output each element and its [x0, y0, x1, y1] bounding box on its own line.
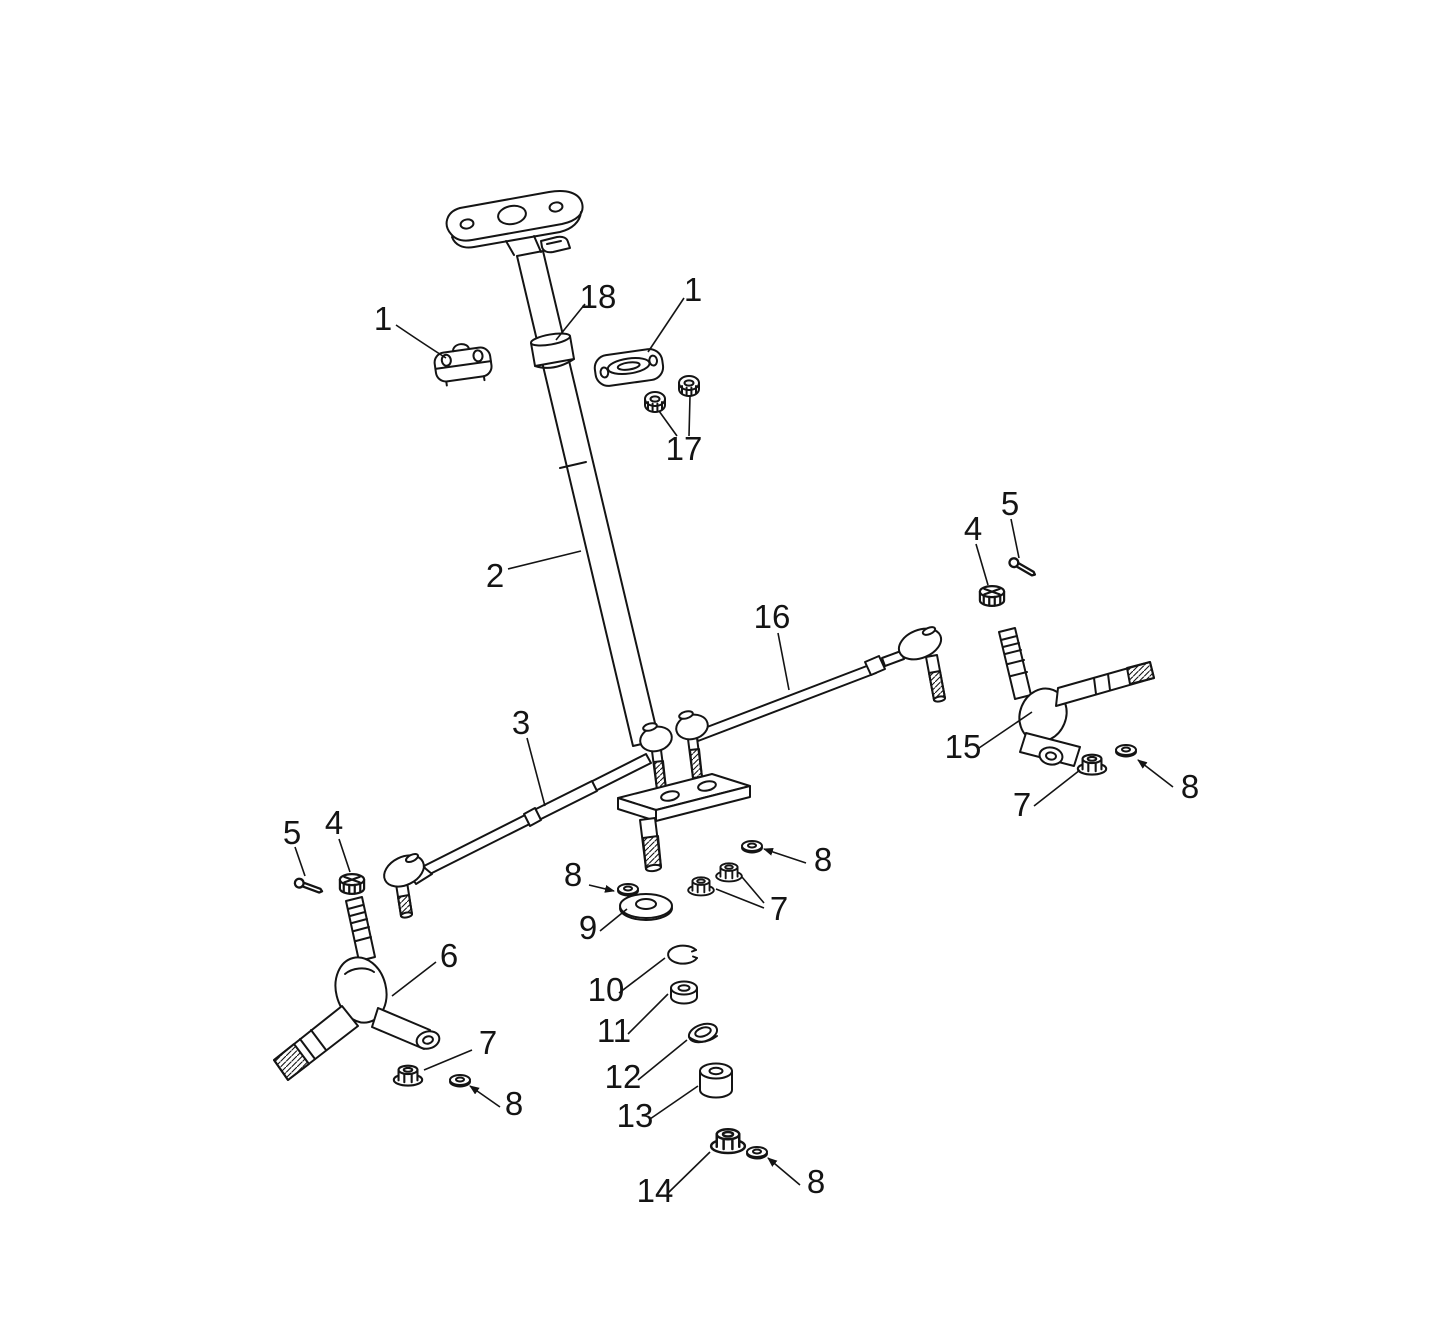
- callout-5b: 5: [283, 814, 301, 851]
- bushing-12: [687, 1022, 719, 1044]
- callout-13: 13: [617, 1097, 654, 1134]
- tie-rod-left: [383, 753, 652, 919]
- bushing-13: [699, 1062, 733, 1099]
- flange-nut-7-center-left: [687, 876, 715, 897]
- callout-4b: 4: [325, 804, 343, 841]
- steering-stem-bracket: [617, 773, 751, 822]
- callout-1b: 1: [684, 271, 702, 308]
- arrow-leaders: [469, 759, 1174, 1186]
- washer-8-center: [741, 840, 763, 854]
- callout-7a: 7: [1013, 786, 1031, 823]
- leader-lines: [294, 297, 1081, 1194]
- callout-4a: 4: [964, 510, 982, 547]
- handlebar-clamp-right: [593, 348, 665, 387]
- callout-5a: 5: [1001, 485, 1019, 522]
- steering-wheel-mount-plate: [445, 190, 584, 256]
- snap-ring-10: [667, 944, 698, 965]
- flange-nut-7-center-right: [715, 862, 743, 883]
- cotter-pin-5-right: [1006, 555, 1039, 580]
- column-collar: [529, 332, 575, 369]
- stem-nut-14: [709, 1128, 747, 1155]
- callout-11: 11: [597, 1012, 631, 1049]
- flange-nut-7-left: [392, 1064, 424, 1087]
- callout-2: 2: [486, 557, 504, 594]
- callout-8a: 8: [1181, 768, 1199, 805]
- callout-14: 14: [637, 1172, 674, 1209]
- callout-7b: 7: [770, 890, 788, 927]
- steering-knuckle-right: [998, 627, 1155, 767]
- callout-8b: 8: [564, 856, 582, 893]
- callout-8c: 8: [814, 841, 832, 878]
- washer-9: [619, 893, 673, 921]
- handlebar-clamp-left: [433, 343, 493, 387]
- washer-8-stem-lower: [746, 1146, 768, 1160]
- washer-8-left: [449, 1074, 471, 1088]
- inner-tie-rod-end-right: [675, 710, 709, 779]
- steering-stem: [639, 817, 662, 873]
- flange-nut-7-right: [1076, 753, 1108, 776]
- cotter-pin-5-left: [292, 876, 325, 896]
- castle-nut-4-left: [338, 872, 366, 896]
- callout-18: 18: [580, 278, 617, 315]
- callout-9: 9: [579, 909, 597, 946]
- clamp-nut-17b: [678, 375, 700, 397]
- callout-6: 6: [440, 937, 458, 974]
- callout-3: 3: [512, 704, 530, 741]
- steering-column-shaft: [516, 250, 660, 747]
- castle-nut-4-right: [978, 584, 1006, 608]
- callout-7c: 7: [479, 1024, 497, 1061]
- callout-1a: 1: [374, 300, 392, 337]
- callout-10: 10: [588, 971, 625, 1008]
- washer-8-stem-upper: [617, 883, 639, 897]
- callout-15: 15: [945, 728, 982, 765]
- callout-8e: 8: [807, 1163, 825, 1200]
- steering-knuckle-left: [273, 896, 441, 1081]
- tie-rod-right: [693, 626, 947, 742]
- callout-12: 12: [605, 1058, 642, 1095]
- callout-17: 17: [666, 430, 703, 467]
- washer-8-right: [1115, 744, 1137, 758]
- callout-16: 16: [754, 598, 791, 635]
- callout-labels: 1 18 1 17 2 5 4 16 3 15 7 8 5 4 8 7 8 9 …: [283, 271, 1199, 1209]
- callout-8d: 8: [505, 1085, 523, 1122]
- clamp-nut-17a: [644, 391, 666, 413]
- bushing-11: [670, 980, 698, 1005]
